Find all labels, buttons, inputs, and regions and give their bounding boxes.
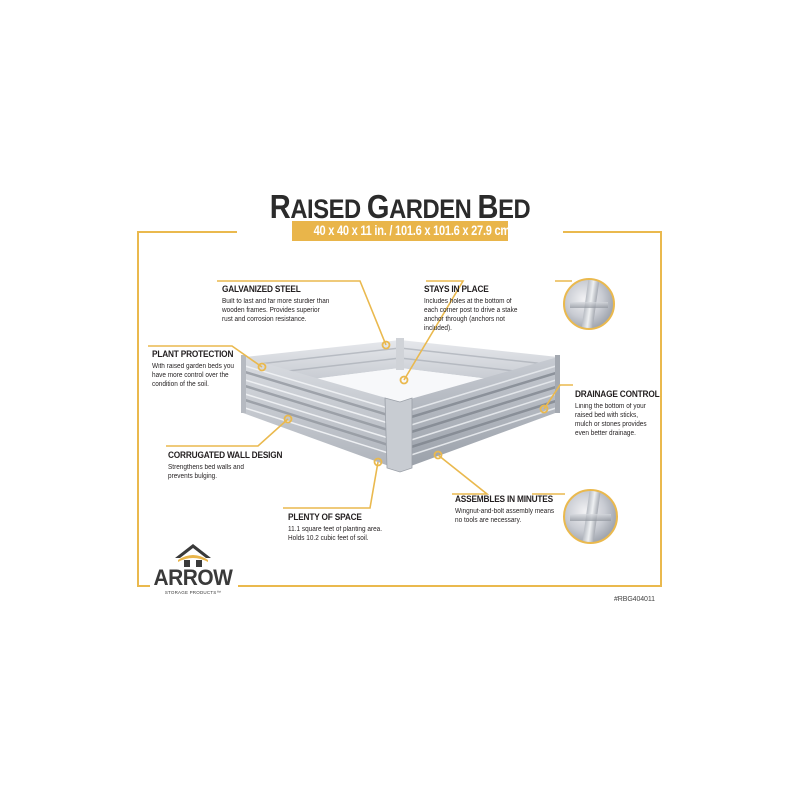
- page-title: RAISED GARDEN BED: [48, 188, 752, 226]
- callout-assembles-in-minutes: ASSEMBLES IN MINUTES Wingnut-and-bolt as…: [455, 494, 565, 525]
- leader-dots: [257, 340, 549, 467]
- title-rest: AISED: [290, 194, 367, 224]
- callout-drainage-control: DRAINAGE CONTROL Lining the bottom of yo…: [575, 389, 667, 438]
- bed-corner-posts: [241, 338, 560, 473]
- callout-title: GALVANIZED STEEL: [222, 284, 301, 294]
- callout-body: 11.1 square feet of planting area. Holds…: [288, 526, 383, 542]
- callout-body: Includes holes at the bottom of each cor…: [424, 298, 518, 332]
- detail-photo-stake-hole: [563, 278, 615, 330]
- callout-body: Wingnut-and-bolt assembly means no tools…: [455, 508, 555, 524]
- callout-galvanized-steel: GALVANIZED STEEL Built to last and far m…: [222, 284, 340, 324]
- bed-front-left-wall: [243, 357, 400, 470]
- brand-tagline: STORAGE PRODUCTS™: [164, 590, 222, 595]
- brand-name: ARROW: [153, 565, 233, 590]
- callout-body: Strengthens bed walls and prevents bulgi…: [168, 464, 244, 480]
- callout-title: PLENTY OF SPACE: [288, 512, 362, 522]
- callout-title: CORRUGATED WALL DESIGN: [168, 450, 283, 460]
- title-rest: ED: [498, 194, 531, 224]
- callout-stays-in-place: STAYS IN PLACE Includes holes at the bot…: [424, 284, 536, 333]
- title-cap: G: [366, 188, 390, 225]
- dimensions-banner: 40 x 40 x 11 in. / 101.6 x 101.6 x 27.9 …: [292, 221, 511, 241]
- callout-corrugated-wall-design: CORRUGATED WALL DESIGN Strengthens bed w…: [168, 450, 292, 481]
- dimensions-text: 40 x 40 x 11 in. / 101.6 x 101.6 x 27.9 …: [313, 223, 511, 238]
- callout-title: ASSEMBLES IN MINUTES: [455, 494, 553, 504]
- product-sku: #RBG404011: [614, 596, 655, 603]
- leader-lines: [148, 280, 573, 509]
- house-roof-icon: [175, 544, 211, 567]
- arrow-logo: ARROW STORAGE PRODUCTS™: [150, 543, 236, 595]
- callout-body: Built to last and far more sturdier than…: [222, 298, 330, 323]
- callout-title: DRAINAGE CONTROL: [575, 389, 660, 399]
- title-cap: B: [477, 188, 499, 225]
- callout-body: Lining the bottom of your raised bed wit…: [575, 403, 647, 437]
- callout-title: STAYS IN PLACE: [424, 284, 489, 294]
- callout-title: PLANT PROTECTION: [152, 349, 234, 359]
- frame-logo-gap: [150, 582, 238, 592]
- bed-front-right-wall: [400, 357, 558, 470]
- callout-body: With raised garden beds you have more co…: [152, 363, 234, 388]
- detail-photo-wingnut: [563, 489, 618, 544]
- callout-plenty-of-space: PLENTY OF SPACE 11.1 square feet of plan…: [288, 512, 392, 543]
- callout-plant-protection: PLANT PROTECTION With raised garden beds…: [152, 349, 242, 389]
- title-rest: ARDEN: [389, 194, 478, 224]
- title-cap: R: [269, 188, 291, 225]
